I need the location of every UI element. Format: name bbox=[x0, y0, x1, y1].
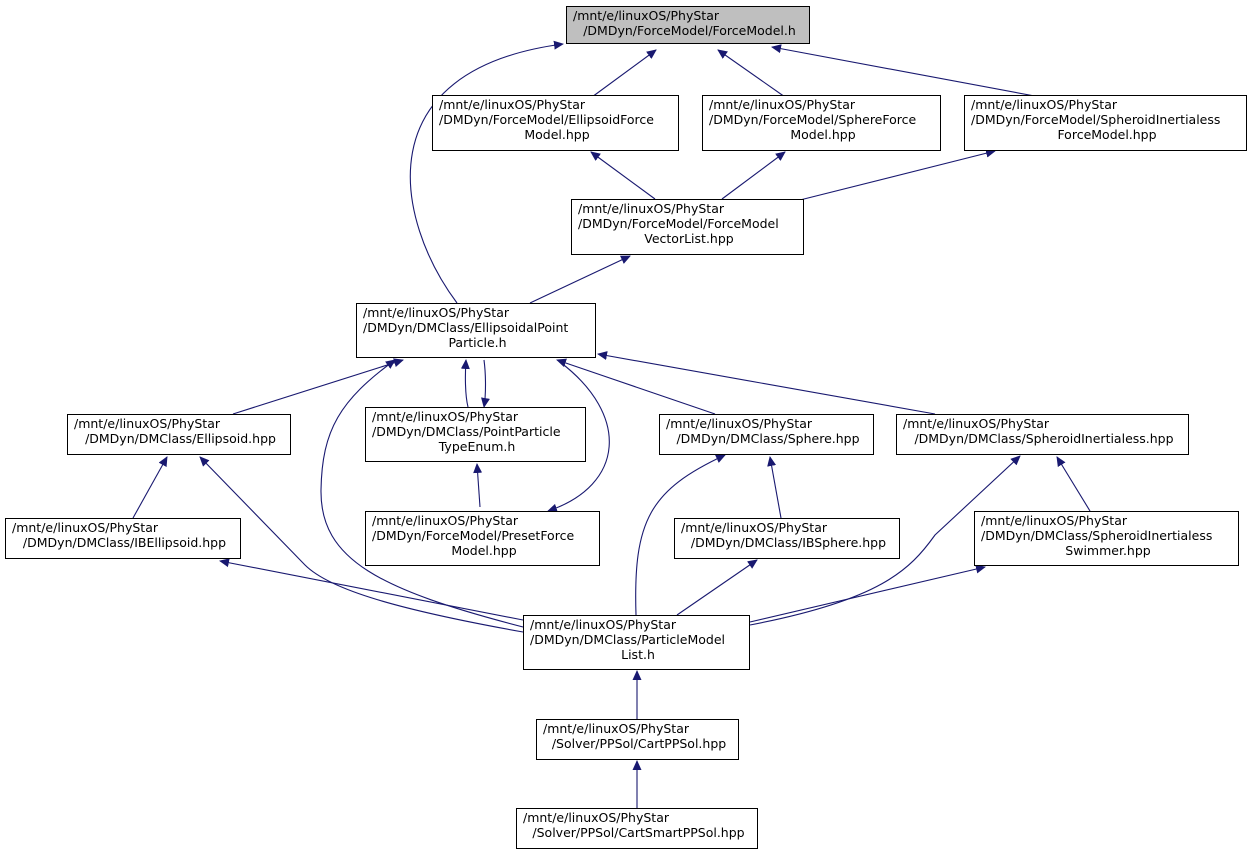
edge-sphere-force-to-forcemodel-h bbox=[717, 49, 786, 98]
node-label-line: TypeEnum.h bbox=[438, 439, 516, 454]
node-label-line: /mnt/e/linuxOS/PhyStar bbox=[372, 409, 518, 424]
edge-ellipsoid-force-to-forcemodel-h bbox=[591, 49, 657, 98]
edge-ellipsoid-hpp-to-ellipsoidal-pp bbox=[232, 358, 404, 415]
edge-pm-list-to-ellipsoid-hpp bbox=[199, 456, 524, 633]
edge-ellipsoidal-pp-to-pp-typeenum bbox=[481, 359, 490, 408]
node-sphere-force-model[interactable]: /mnt/e/linuxOS/PhyStar/DMDyn/ForceModel/… bbox=[702, 95, 941, 151]
edge-ibellipsoid-to-ellipsoid-hpp bbox=[132, 456, 168, 519]
edge-ellipsoidal-pp-to-preset-force bbox=[547, 361, 610, 513]
node-label-line: /mnt/e/linuxOS/PhyStar bbox=[372, 513, 518, 528]
node-ib-ellipsoid[interactable]: /mnt/e/linuxOS/PhyStar/DMDyn/DMClass/IBE… bbox=[5, 518, 241, 559]
node-label-line: /mnt/e/linuxOS/PhyStar bbox=[971, 97, 1117, 112]
edge-spheroid-swimmer-to-spheroid-hpp bbox=[1056, 456, 1091, 512]
node-ib-sphere[interactable]: /mnt/e/linuxOS/PhyStar/DMDyn/DMClass/IBS… bbox=[674, 518, 900, 559]
edge-ibsphere-to-sphere-hpp bbox=[767, 456, 782, 519]
edge-ellipsoidal-pp-to-forcemodel-h bbox=[409, 40, 564, 304]
node-cart-smart-pp-sol[interactable]: /mnt/e/linuxOS/PhyStar/Solver/PPSol/Cart… bbox=[516, 808, 758, 849]
node-label-line: Model.hpp bbox=[524, 127, 590, 142]
node-label-line: /Solver/PPSol/CartSmartPPSol.hpp bbox=[532, 825, 745, 840]
node-label-line: /mnt/e/linuxOS/PhyStar bbox=[363, 305, 509, 320]
edge-pm-list-to-ibsphere bbox=[676, 559, 758, 616]
edge-ellipsoidal-pp-to-fm-vectorlist bbox=[529, 255, 631, 304]
node-label-line: /mnt/e/linuxOS/PhyStar bbox=[981, 513, 1127, 528]
node-label-line: Model.hpp bbox=[790, 127, 856, 142]
node-label-line: Model.hpp bbox=[451, 543, 517, 558]
node-label-line: /mnt/e/linuxOS/PhyStar bbox=[12, 520, 158, 535]
node-label-line: /mnt/e/linuxOS/PhyStar bbox=[666, 416, 812, 431]
node-label-line: /DMDyn/DMClass/SpheroidInertialess bbox=[981, 528, 1213, 543]
node-label-line: List.h bbox=[621, 647, 655, 662]
node-preset-force-model[interactable]: /mnt/e/linuxOS/PhyStar/DMDyn/ForceModel/… bbox=[365, 511, 600, 566]
node-label-line: Particle.h bbox=[448, 335, 507, 350]
node-label-line: /mnt/e/linuxOS/PhyStar bbox=[681, 520, 827, 535]
node-label-line: /DMDyn/DMClass/EllipsoidalPoint bbox=[363, 320, 569, 335]
node-label-line: /mnt/e/linuxOS/PhyStar bbox=[903, 416, 1049, 431]
node-label-line: /mnt/e/linuxOS/PhyStar bbox=[530, 617, 676, 632]
node-label-line: ForceModel.hpp bbox=[1057, 127, 1157, 142]
node-label-line: /DMDyn/DMClass/Ellipsoid.hpp bbox=[85, 431, 276, 446]
node-label-line: /DMDyn/DMClass/IBSphere.hpp bbox=[690, 535, 887, 550]
edge-spheroid-hpp-to-ellipsoidal-pp bbox=[597, 351, 936, 415]
node-point-particle-type-enum[interactable]: /mnt/e/linuxOS/PhyStar/DMDyn/DMClass/Poi… bbox=[365, 407, 586, 462]
node-label-line: /DMDyn/ForceModel/ForceModel.h bbox=[583, 23, 796, 38]
node-label-line: /DMDyn/DMClass/PointParticle bbox=[372, 424, 561, 439]
edge-pm-list-to-spheroid-hpp bbox=[749, 455, 1021, 626]
edge-pp-typeenum-to-preset-force bbox=[473, 463, 483, 508]
node-force-model-vector-list[interactable]: /mnt/e/linuxOS/PhyStar/DMDyn/ForceModel/… bbox=[571, 199, 804, 255]
edge-fm-vectorlist-to-sphere-force bbox=[721, 151, 786, 200]
edge-pp-typeenum-to-ellipsoidal-pp bbox=[460, 359, 470, 408]
node-label-line: /DMDyn/DMClass/IBEllipsoid.hpp bbox=[22, 535, 227, 550]
node-particle-model-list[interactable]: /mnt/e/linuxOS/PhyStar/DMDyn/DMClass/Par… bbox=[523, 615, 750, 670]
node-label-line: /DMDyn/ForceModel/PresetForce bbox=[372, 528, 575, 543]
node-spheroid-inertialess[interactable]: /mnt/e/linuxOS/PhyStar/DMDyn/DMClass/Sph… bbox=[896, 414, 1189, 455]
edge-sphere-hpp-to-ellipsoidal-pp bbox=[556, 358, 716, 415]
edge-pm-list-to-ibellipsoid bbox=[219, 558, 524, 621]
node-label-line: /DMDyn/ForceModel/EllipsoidForce bbox=[439, 112, 654, 127]
node-label-line: /mnt/e/linuxOS/PhyStar bbox=[523, 810, 669, 825]
edge-spheroid-force-to-forcemodel-h bbox=[771, 44, 1041, 98]
node-spheroid-inertialess-swimmer[interactable]: /mnt/e/linuxOS/PhyStar/DMDyn/DMClass/Sph… bbox=[974, 511, 1239, 566]
node-label-line: /DMDyn/DMClass/ParticleModel bbox=[530, 632, 726, 647]
edge-fm-vectorlist-to-spheroid-force bbox=[799, 148, 996, 201]
node-label-line: /mnt/e/linuxOS/PhyStar bbox=[573, 8, 719, 23]
edge-fm-vectorlist-to-ellipsoid-force bbox=[590, 151, 656, 200]
node-label-line: Swimmer.hpp bbox=[1065, 543, 1151, 558]
node-label-line: /DMDyn/ForceModel/SpheroidInertialess bbox=[971, 112, 1221, 127]
node-label-line: /mnt/e/linuxOS/PhyStar bbox=[439, 97, 585, 112]
node-label-line: VectorList.hpp bbox=[644, 231, 734, 246]
node-label-line: /DMDyn/DMClass/SpheroidInertialess.hpp bbox=[914, 431, 1174, 446]
node-label-line: /mnt/e/linuxOS/PhyStar bbox=[543, 721, 689, 736]
node-ellipsoid[interactable]: /mnt/e/linuxOS/PhyStar/DMDyn/DMClass/Ell… bbox=[67, 414, 291, 455]
node-ellipsoid-force-model[interactable]: /mnt/e/linuxOS/PhyStar/DMDyn/ForceModel/… bbox=[432, 95, 679, 151]
edge-pm-list-to-ellipsoidal-pp bbox=[320, 359, 524, 628]
node-label-line: /mnt/e/linuxOS/PhyStar bbox=[74, 416, 220, 431]
node-label-line: /mnt/e/linuxOS/PhyStar bbox=[709, 97, 855, 112]
node-label-line: /Solver/PPSol/CartPPSol.hpp bbox=[551, 736, 727, 751]
node-label-line: /DMDyn/ForceModel/ForceModel bbox=[578, 216, 779, 231]
edge-pm-list-to-spheroid-swimmer bbox=[749, 564, 986, 623]
node-ellipsoidal-point-particle[interactable]: /mnt/e/linuxOS/PhyStar/DMDyn/DMClass/Ell… bbox=[356, 303, 596, 358]
node-sphere[interactable]: /mnt/e/linuxOS/PhyStar/DMDyn/DMClass/Sph… bbox=[659, 414, 874, 455]
node-spheroid-inertialess-force-model[interactable]: /mnt/e/linuxOS/PhyStar/DMDyn/ForceModel/… bbox=[964, 95, 1247, 151]
node-label-line: /DMDyn/ForceModel/SphereForce bbox=[709, 112, 917, 127]
edge-pm-list-to-sphere-hpp bbox=[635, 454, 726, 616]
node-label-line: /DMDyn/DMClass/Sphere.hpp bbox=[676, 431, 860, 446]
node-forcemodel-h[interactable]: /mnt/e/linuxOS/PhyStar/DMDyn/ForceModel/… bbox=[566, 6, 810, 44]
node-cart-pp-sol[interactable]: /mnt/e/linuxOS/PhyStar/Solver/PPSol/Cart… bbox=[536, 719, 739, 760]
node-label-line: /mnt/e/linuxOS/PhyStar bbox=[578, 201, 724, 216]
